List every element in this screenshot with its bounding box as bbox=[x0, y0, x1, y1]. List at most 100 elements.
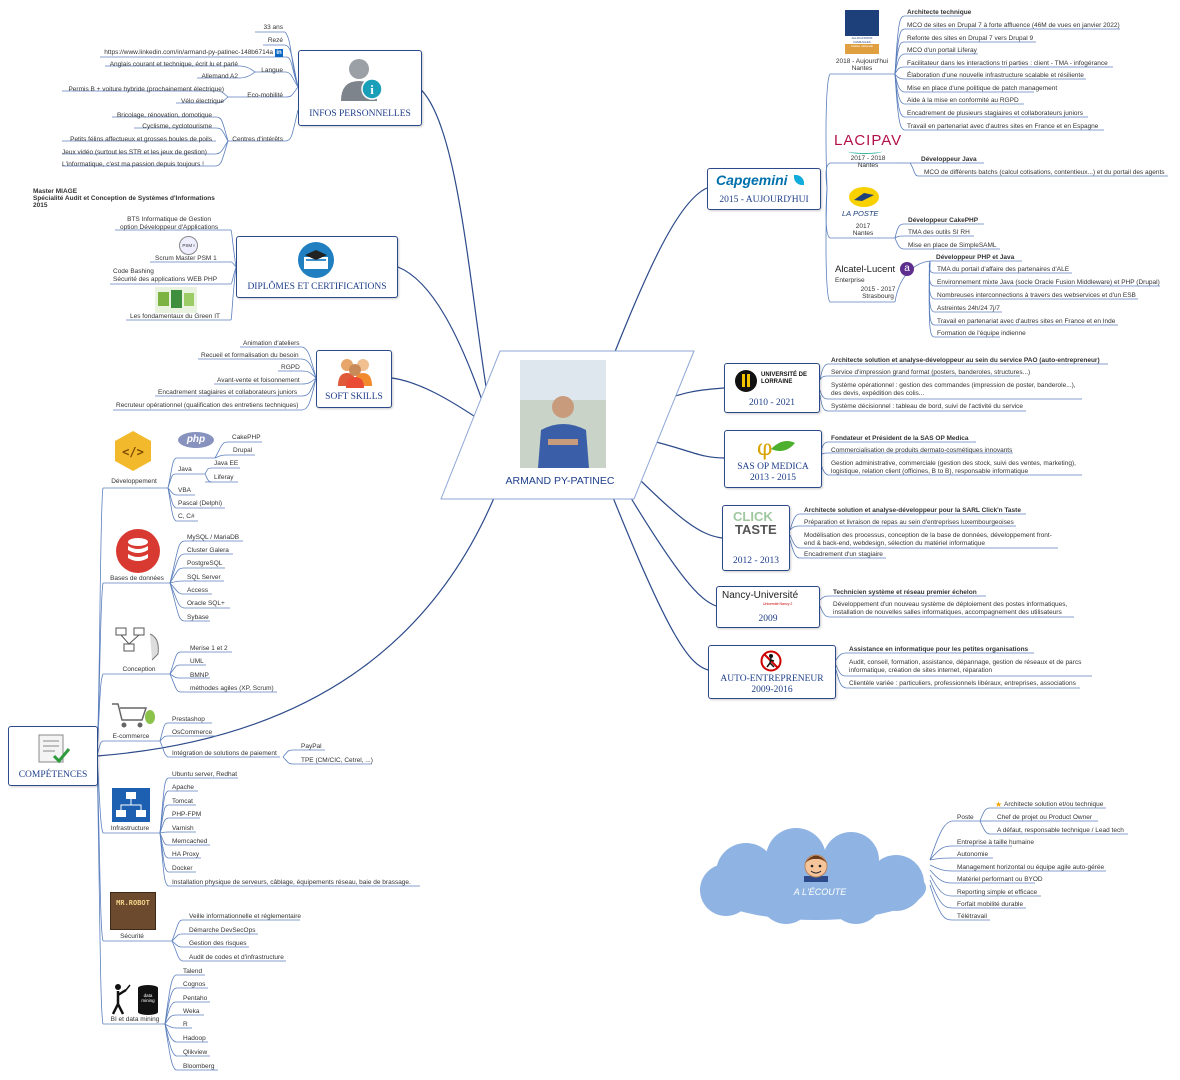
branch-nancy bbox=[619, 479, 717, 607]
skill-item: Pentaho bbox=[183, 995, 208, 1002]
cart-icon bbox=[112, 703, 155, 728]
datamining-label: data mining bbox=[141, 993, 155, 1003]
skill-item: BMNP bbox=[190, 672, 209, 679]
opmedica-title: SAS OP MEDICA bbox=[737, 462, 809, 472]
center-name: ARMAND PY-PATINEC bbox=[505, 475, 615, 487]
infos-age: 33 ans bbox=[263, 24, 283, 31]
infos-permis: Permis B + voiture hybride (prochainemen… bbox=[68, 86, 224, 93]
skill-item: HA Proxy bbox=[172, 851, 200, 858]
mission-item: Encadrement d'un stagiaire bbox=[804, 551, 883, 558]
interest-item: L'informatique, c'est ma passion depuis … bbox=[62, 161, 204, 168]
skill-item: Docker bbox=[172, 865, 193, 872]
skill-item: Oracle SQL+ bbox=[187, 600, 225, 607]
svg-text:</>: </> bbox=[122, 445, 144, 459]
master-miage: Master MIAGE Spécialité Audit et Concept… bbox=[33, 188, 215, 209]
skill-item: MySQL / MariaDB bbox=[187, 534, 240, 541]
laposte-dates: 2017 Nantes bbox=[852, 223, 874, 237]
skill-item: Talend bbox=[183, 968, 203, 975]
infos-allemand: Allemand A2 bbox=[201, 73, 239, 80]
svg-text:i: i bbox=[370, 82, 374, 97]
mission-item: Formation de l'équipe indienne bbox=[937, 330, 1026, 337]
mission-item: MCO d'un portail Liferay bbox=[907, 47, 977, 54]
linkedin-icon[interactable]: in bbox=[275, 49, 283, 57]
checklist-icon bbox=[38, 734, 71, 764]
competences-node[interactable]: COMPÉTENCES bbox=[8, 726, 98, 786]
soft-node[interactable]: SOFT SKILLS bbox=[316, 350, 392, 408]
mission-item: Aide à la mise en conformité au RGPD bbox=[907, 97, 1019, 104]
skill-item: R bbox=[183, 1021, 188, 1028]
mission-item: Système décisionnel : tableau de bord, s… bbox=[831, 403, 1024, 410]
ecoute-poste: Poste bbox=[957, 814, 974, 821]
bdd-label: Bases de données bbox=[110, 575, 164, 582]
skill-item: VBA bbox=[178, 487, 192, 494]
clicktaste-node[interactable]: CLICK TASTE 2012 - 2013 bbox=[722, 505, 790, 571]
soft-title: SOFT SKILLS bbox=[325, 392, 383, 402]
skill-item: Veille informationnelle et réglementaire bbox=[189, 913, 302, 920]
center-node[interactable] bbox=[440, 350, 696, 500]
infos-linkedin[interactable]: https://www.linkedin.com/in/armand-py-pa… bbox=[104, 49, 273, 56]
clicktaste-role: Architecte solution et analyse-développe… bbox=[804, 507, 1021, 514]
user-info-icon: i bbox=[341, 59, 383, 101]
laposte-logo: LA POSTE bbox=[842, 209, 879, 218]
auto-role: Assistance en informatique pour les peti… bbox=[849, 646, 1029, 653]
infra-label: Infrastructure bbox=[110, 825, 150, 832]
nancy-node[interactable]: Nancy-Université Université Nancy 2 2009 bbox=[716, 586, 820, 628]
poste-item: A défaut, responsable technique / Lead t… bbox=[997, 827, 1124, 834]
nancy-role: Technicien système et réseau premier éch… bbox=[833, 589, 977, 596]
mission-item: Mise en place de SimpleSAML bbox=[908, 242, 997, 249]
infos-centres: Centres d'intérêts bbox=[232, 136, 283, 143]
opmedica-node[interactable]: φ SAS OP MEDICA 2013 - 2015 bbox=[724, 430, 822, 488]
nancy-period: 2009 bbox=[758, 614, 778, 624]
conception-label: Conception bbox=[122, 666, 156, 673]
infos-node[interactable]: i INFOS PERSONNELLES bbox=[298, 50, 422, 126]
ecoute-cloud[interactable] bbox=[686, 828, 946, 928]
poste-item: Architecte solution et/ou technique bbox=[1004, 801, 1104, 808]
lorraine-period: 2010 - 2021 bbox=[749, 398, 795, 408]
capgemini-node[interactable]: Capgemini 2015 - AUJOURD'HUI bbox=[707, 168, 821, 210]
clicktaste-logo-1: CLICK bbox=[733, 509, 773, 524]
skill-item: Varnish bbox=[172, 825, 194, 832]
mission-item: MCO de différents batchs (calcul cotisat… bbox=[924, 169, 1165, 176]
auto-title: AUTO-ENTREPRENEUR bbox=[720, 674, 824, 684]
branch-infos bbox=[417, 86, 493, 425]
bi-icon bbox=[111, 984, 158, 1015]
cnaf-role: Architecte technique bbox=[907, 9, 972, 16]
autoentrepreneur-node[interactable]: AUTO-ENTREPRENEUR 2009-2016 bbox=[708, 645, 836, 699]
lorraine-node[interactable]: UNIVERSITÉ DE LORRAINE 2010 - 2021 bbox=[724, 363, 820, 413]
diplomes-title: DIPLÔMES ET CERTIFICATIONS bbox=[247, 282, 387, 292]
mission-item: Système opérationnel : gestion des comma… bbox=[831, 382, 1076, 397]
php-logo-icon: php bbox=[178, 432, 214, 448]
green-it-icon bbox=[155, 287, 197, 313]
bts: BTS Informatique de Gestion option Dével… bbox=[120, 216, 219, 231]
securite-label: Sécurité bbox=[120, 933, 144, 940]
laposte-role: Développeur CakePHP bbox=[908, 217, 979, 224]
capgemini-period: 2015 - AUJOURD'HUI bbox=[719, 195, 809, 205]
dev-label: Développement bbox=[111, 478, 157, 485]
skill-item: Apache bbox=[172, 784, 195, 791]
diplomes-node[interactable]: DIPLÔMES ET CERTIFICATIONS bbox=[236, 236, 398, 298]
skill-item: Installation physique de serveurs, câbla… bbox=[172, 879, 411, 886]
branch-soft bbox=[391, 377, 481, 421]
ecoute-title: A L'ÉCOUTE bbox=[793, 887, 847, 897]
skill-item: Tomcat bbox=[172, 798, 193, 805]
mission-item: Nombreuses interconnections à travers de… bbox=[937, 292, 1136, 299]
soft-item: Recruteur opérationnel (qualification de… bbox=[116, 402, 299, 409]
mission-item: Préparation et livraison de repas au sei… bbox=[804, 519, 1014, 526]
psm-badge-icon: PSM I bbox=[179, 236, 198, 255]
star-icon: ★ bbox=[995, 800, 1003, 809]
cnaf-dates: 2018 - Aujourd'hui Nantes bbox=[835, 58, 889, 72]
nancy-logo: Nancy-Université bbox=[722, 590, 799, 601]
skill-item: Liferay bbox=[214, 474, 234, 481]
interest-item: Cyclisme, cyclotourisme bbox=[142, 123, 212, 130]
conception-icon bbox=[115, 627, 159, 661]
skill-item: Sybase bbox=[187, 614, 209, 621]
infos-velo: Vélo électrique bbox=[181, 98, 224, 105]
opmedica-role: Fondateur et Président de la SAS OP Medi… bbox=[831, 435, 969, 442]
mission-item: Modélisation des processus, conception d… bbox=[804, 532, 1052, 547]
caf-logo-icon: ALLOCATIONS FAMILIALES Caisse nationale bbox=[845, 10, 879, 56]
soft-item: Animation d'ateliers bbox=[243, 340, 300, 347]
skill-item: Cognos bbox=[183, 981, 206, 988]
alcatel-icon: a bbox=[900, 262, 914, 276]
infos-eco: Eco-mobilité bbox=[247, 92, 283, 99]
